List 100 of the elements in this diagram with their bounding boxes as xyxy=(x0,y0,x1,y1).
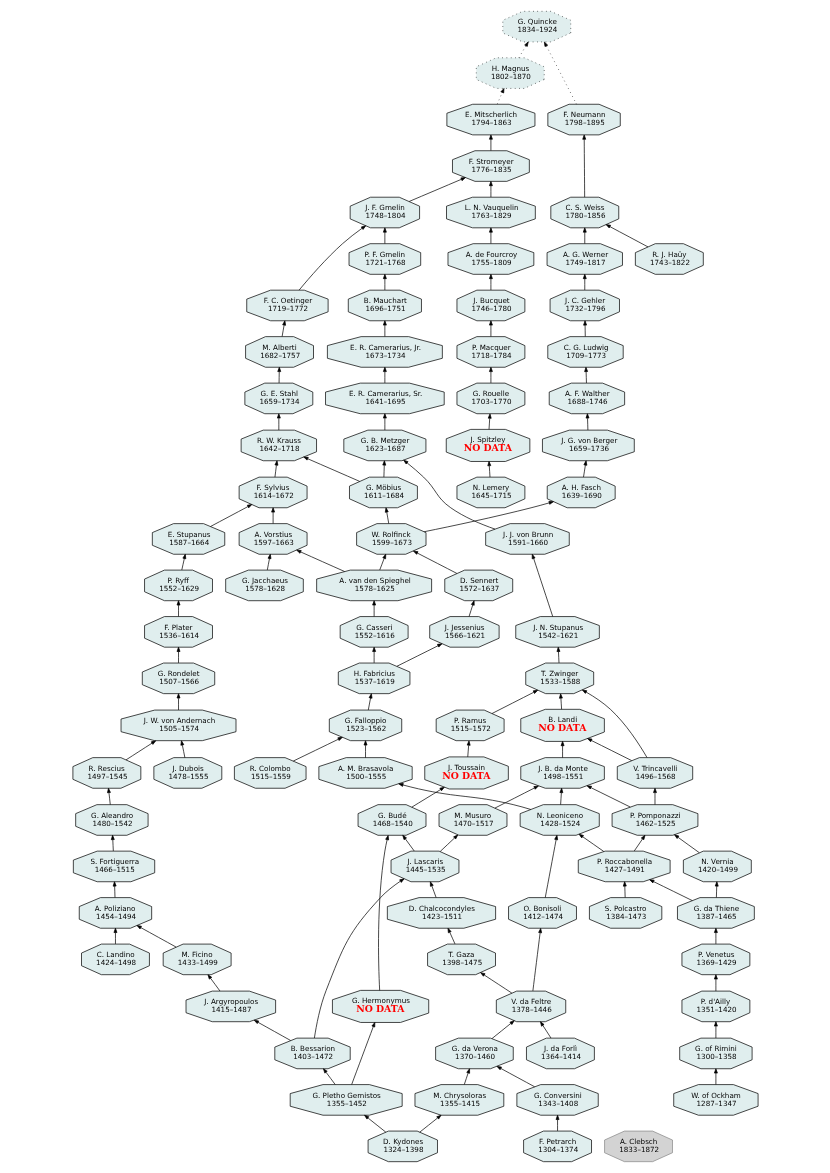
arrow xyxy=(350,1022,375,1085)
arrow xyxy=(439,834,458,852)
arrow xyxy=(622,881,627,898)
arrow xyxy=(106,787,111,805)
arrow xyxy=(401,834,415,852)
arrow xyxy=(412,550,457,574)
arrow xyxy=(176,600,180,617)
arrow xyxy=(468,600,475,617)
arrow xyxy=(605,224,648,248)
arrow xyxy=(371,600,376,617)
arrow xyxy=(274,460,278,478)
arrow xyxy=(543,41,577,105)
arrow xyxy=(560,741,564,758)
arrow xyxy=(371,646,376,664)
arrow xyxy=(491,689,538,714)
arrow xyxy=(488,320,493,337)
arrow xyxy=(559,787,563,805)
arrow xyxy=(276,413,281,431)
arrow xyxy=(382,273,387,291)
arrow xyxy=(410,786,445,808)
arrow xyxy=(532,928,542,992)
arrow xyxy=(648,879,693,901)
arrow xyxy=(488,134,493,151)
arrow xyxy=(176,646,180,664)
arrow xyxy=(466,740,471,758)
arrow xyxy=(586,785,631,808)
arrow xyxy=(556,646,560,664)
arrow xyxy=(295,549,345,572)
arrow xyxy=(486,461,491,478)
arrow xyxy=(531,553,553,617)
arrow xyxy=(384,507,389,524)
arrow xyxy=(298,225,366,291)
arrow xyxy=(207,974,220,992)
arrow xyxy=(281,320,286,337)
arrow xyxy=(582,320,587,337)
arrow xyxy=(544,835,558,898)
arrow xyxy=(713,1068,718,1085)
arrow xyxy=(582,273,587,291)
arrow xyxy=(539,1021,551,1039)
arrow xyxy=(313,878,404,1039)
arrow xyxy=(266,553,271,571)
arrow xyxy=(583,366,588,384)
arrow xyxy=(367,693,372,711)
arrow xyxy=(555,1114,559,1132)
arrow xyxy=(382,320,387,337)
arrow xyxy=(253,1019,291,1041)
arrow xyxy=(673,834,700,854)
arrow xyxy=(112,881,116,898)
arrow xyxy=(378,553,386,571)
arrow xyxy=(110,834,115,852)
arrow xyxy=(176,693,180,711)
arrow xyxy=(585,413,589,431)
arrow xyxy=(396,643,442,667)
arrow xyxy=(494,785,539,809)
arrow xyxy=(382,366,387,384)
arrow xyxy=(423,501,554,533)
arrow xyxy=(363,1114,386,1133)
arrow xyxy=(487,413,492,430)
arrow xyxy=(276,366,281,384)
arrow xyxy=(363,740,367,758)
arrow xyxy=(713,974,718,992)
arrow xyxy=(496,1066,535,1088)
arrow xyxy=(180,553,186,571)
arrow xyxy=(714,881,719,898)
arrow xyxy=(582,460,587,478)
arrow xyxy=(382,413,387,431)
arrow xyxy=(652,787,657,805)
arrow xyxy=(463,1068,470,1085)
arrow xyxy=(136,925,176,948)
arrow xyxy=(488,227,493,244)
arrow xyxy=(322,1068,335,1085)
arrow xyxy=(402,459,495,530)
arrow xyxy=(302,456,360,482)
arrow xyxy=(408,177,466,202)
arrow xyxy=(270,507,275,524)
arrow xyxy=(713,1021,718,1039)
arrow xyxy=(578,833,604,852)
arrow xyxy=(491,1020,515,1039)
arrow xyxy=(586,738,632,761)
arrow xyxy=(518,41,529,58)
arrow xyxy=(633,834,645,852)
arrow xyxy=(488,366,493,384)
arrow xyxy=(582,227,587,244)
arrow xyxy=(418,1114,441,1133)
arrow xyxy=(488,181,493,198)
arrow xyxy=(180,740,185,758)
arrow xyxy=(209,504,252,527)
arrow xyxy=(581,689,647,758)
arrow xyxy=(292,736,343,762)
arrow xyxy=(382,227,387,244)
arrow xyxy=(397,783,531,810)
arrow xyxy=(113,927,117,945)
arrow xyxy=(381,460,386,478)
arrow xyxy=(429,881,436,898)
arrow xyxy=(713,927,718,945)
arrow xyxy=(377,835,389,991)
arrow xyxy=(479,972,512,994)
arrow xyxy=(581,134,586,198)
arrow xyxy=(125,740,156,761)
arrow xyxy=(447,927,455,945)
